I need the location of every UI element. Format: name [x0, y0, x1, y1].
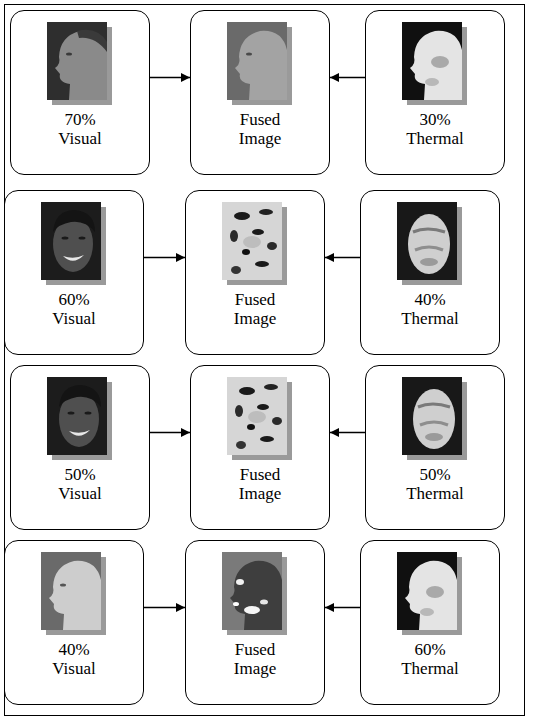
fusion-arrow — [330, 77, 365, 79]
caption-block: 60% Thermal — [361, 641, 499, 678]
image-box: 60% Thermal — [360, 540, 500, 705]
image-box: 50% Visual — [10, 365, 150, 530]
caption-block: 70% Visual — [11, 111, 149, 148]
caption-block: Fused Image — [191, 111, 329, 148]
image-box: Fused Image — [185, 190, 325, 355]
caption-block: Fused Image — [186, 291, 324, 328]
image-caption: Fused Image — [239, 111, 281, 148]
image-box: 60% Visual — [4, 190, 144, 355]
fusion-arrow — [325, 607, 360, 609]
image-caption: Fused Image — [239, 466, 281, 503]
image-caption: 50% Thermal — [406, 466, 464, 503]
fusion-arrow — [144, 607, 185, 609]
caption-block: 50% Thermal — [366, 466, 504, 503]
caption-block: Fused Image — [191, 466, 329, 503]
fusion-arrow — [330, 432, 365, 434]
image-box: 50% Thermal — [365, 365, 505, 530]
caption-block: Fused Image — [186, 641, 324, 678]
caption-block: 60% Visual — [5, 291, 143, 328]
caption-block: 40% Visual — [5, 641, 143, 678]
image-box: 70% Visual — [10, 10, 150, 175]
image-box: Fused Image — [190, 365, 330, 530]
image-box: Fused Image — [185, 540, 325, 705]
image-box: 40% Thermal — [360, 190, 500, 355]
image-caption: 60% Visual — [52, 291, 95, 328]
image-caption: 40% Thermal — [401, 291, 459, 328]
image-caption: 40% Visual — [52, 641, 95, 678]
image-caption: 50% Visual — [58, 466, 101, 503]
image-box: 40% Visual — [4, 540, 144, 705]
caption-block: 50% Visual — [11, 466, 149, 503]
image-box: 30% Thermal — [365, 10, 505, 175]
fusion-arrow — [150, 77, 190, 79]
caption-block: 30% Thermal — [366, 111, 504, 148]
fusion-arrow — [144, 257, 185, 259]
image-caption: 60% Thermal — [401, 641, 459, 678]
image-caption: Fused Image — [234, 641, 276, 678]
fusion-arrow — [150, 432, 190, 434]
image-caption: Fused Image — [234, 291, 276, 328]
image-caption: 30% Thermal — [406, 111, 464, 148]
caption-block: 40% Thermal — [361, 291, 499, 328]
fusion-arrow — [325, 257, 360, 259]
image-box: Fused Image — [190, 10, 330, 175]
image-caption: 70% Visual — [58, 111, 101, 148]
